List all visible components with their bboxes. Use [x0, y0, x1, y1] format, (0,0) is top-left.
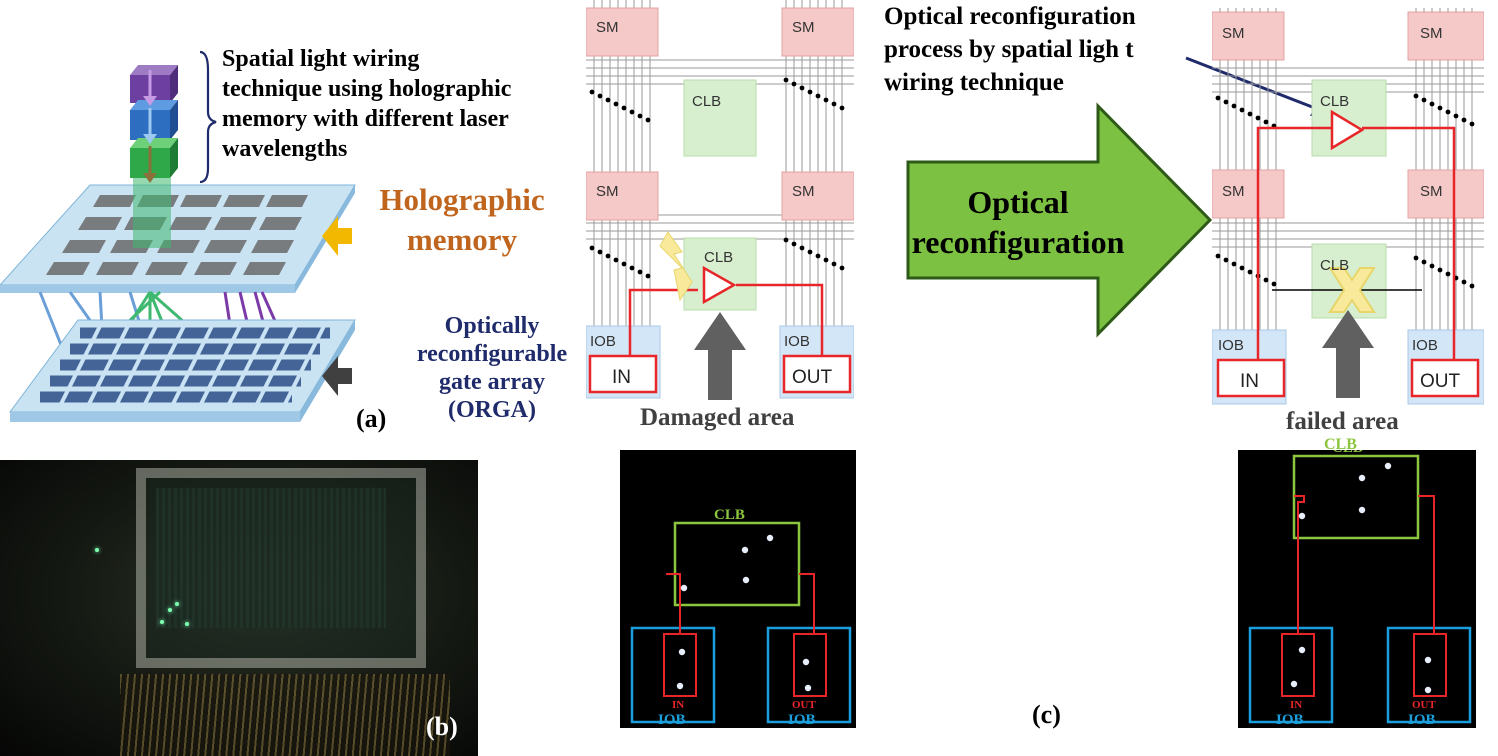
sm-label: SM — [596, 19, 619, 36]
holographic-memory-label: Holographic memory — [362, 180, 562, 260]
glow-spot — [185, 622, 189, 626]
arrow-line-1: Optical — [967, 184, 1069, 220]
in-label: IN — [612, 367, 631, 388]
orga-line-2: reconfigurable — [416, 341, 568, 367]
orga-line-4: (ORGA) — [448, 397, 536, 423]
glow-spot — [95, 548, 99, 552]
buffer-gate — [702, 265, 737, 305]
damage-arrow — [694, 312, 746, 400]
wiring-line-4: wavelengths — [222, 136, 348, 162]
wiring-line-2: technique using holographic — [222, 76, 512, 102]
map-iob-label: IOB — [1276, 712, 1304, 728]
damaged-area-caption: Damaged area — [640, 404, 795, 431]
failed-arrow — [1322, 310, 1374, 398]
map-iob-frame — [630, 626, 716, 724]
process-line-2: process by spatial ligh t — [884, 36, 1134, 63]
panel-a-tag: (a) — [356, 404, 387, 433]
panel-b-tag: (b) — [426, 712, 458, 741]
map-iob-label: IOB — [788, 712, 816, 728]
out-pad — [782, 354, 852, 394]
chip-grid — [156, 488, 386, 628]
in-pad — [588, 354, 658, 394]
map-iob-frame — [1248, 626, 1334, 724]
sm-label: SM — [1222, 25, 1245, 42]
orga-illustration — [0, 50, 356, 422]
map-iob-frame — [1386, 626, 1472, 724]
clb-label: CLB — [704, 249, 733, 266]
iob-label: IOB — [1412, 337, 1438, 354]
arrow-label: Optical reconfiguration — [910, 182, 1126, 262]
map-clb-label: CLB — [1332, 450, 1363, 456]
clb-label: CLB — [692, 93, 721, 110]
orga-line-3: gate array — [439, 369, 545, 395]
map-in-label: IN — [1290, 699, 1302, 711]
map-clb-frame — [673, 521, 801, 607]
map-iob-label: IOB — [1408, 712, 1436, 728]
map-iob-frame — [766, 626, 852, 724]
sm-block — [1407, 11, 1484, 61]
glow-spot — [175, 602, 179, 606]
in-label: IN — [1240, 371, 1259, 392]
iob-label: IOB — [784, 333, 810, 350]
holo-line-2: memory — [406, 222, 518, 257]
map-in-label: IN — [672, 699, 684, 711]
map-out-label: OUT — [792, 699, 817, 711]
failed-cross-icon — [1328, 267, 1376, 313]
panel-c-tag: (c) — [1032, 700, 1061, 729]
sm-label: SM — [1420, 25, 1443, 42]
sm-label: SM — [596, 183, 619, 200]
sm-label: SM — [1420, 183, 1443, 200]
fpga-circuit-reconfigured: SM SM SM SM CLB CLB IOB IOB IN OUT — [1212, 8, 1484, 405]
orga-label: Optically reconfigurable gate array (ORG… — [404, 312, 580, 424]
clb-block — [683, 237, 757, 311]
glow-spot — [160, 620, 164, 624]
sm-block — [586, 7, 659, 57]
glow-spot — [168, 608, 172, 612]
process-line-3: wiring technique — [884, 69, 1064, 96]
wiring-technique-text: Spatial light wiring technique using hol… — [222, 44, 511, 164]
wiring-line-3: memory with different laser — [222, 106, 509, 132]
map-out-label: OUT — [1412, 699, 1437, 711]
sm-label: SM — [792, 19, 815, 36]
sm-block — [781, 7, 854, 57]
map-clb-overlay-label: CLB — [1324, 436, 1357, 453]
holo-line-1: Holographic — [379, 182, 545, 217]
sm-label: SM — [792, 183, 815, 200]
failed-area-caption: failed area — [1286, 408, 1399, 435]
sm-block — [586, 171, 659, 221]
optical-reconfiguration-arrow — [906, 102, 1213, 338]
map-clb-label: CLB — [714, 507, 745, 523]
orga-chip-photo: (b) — [0, 460, 478, 756]
out-label: OUT — [1420, 371, 1461, 392]
process-line-1: Optical reconfiguration — [884, 3, 1136, 30]
map-iob-label: IOB — [658, 712, 686, 728]
sm-block — [1212, 11, 1285, 61]
optical-map-after: CLB IN OUT IOB IOB — [1238, 450, 1476, 728]
arrow-line-2: reconfiguration — [911, 224, 1125, 260]
buffer-gate — [1330, 109, 1365, 151]
reconfiguration-process-label: Optical reconfiguration process by spati… — [884, 0, 1136, 99]
clb-block — [683, 79, 757, 157]
clb-label: CLB — [1320, 93, 1349, 110]
out-label: OUT — [792, 367, 833, 388]
out-pad — [1410, 358, 1480, 398]
optical-map-before: CLB IN OUT IOB IOB — [620, 450, 856, 728]
lightning-icon — [659, 231, 693, 302]
clb-block — [1311, 79, 1387, 157]
wiring-line-1: Spatial light wiring — [222, 46, 420, 72]
sm-block — [1407, 169, 1484, 219]
fpga-circuit-damaged: SM SM SM SM CLB CLB IOB IOB IN OUT — [586, 0, 854, 400]
chip-pins — [120, 674, 450, 756]
orga-line-1: Optically — [444, 313, 540, 339]
in-pad — [1216, 358, 1286, 398]
iob-label: IOB — [1218, 337, 1244, 354]
sm-label: SM — [1222, 183, 1245, 200]
clb-label: CLB — [1320, 257, 1349, 274]
iob-label: IOB — [590, 333, 616, 350]
sm-block — [1212, 169, 1285, 219]
sm-block — [781, 171, 854, 221]
